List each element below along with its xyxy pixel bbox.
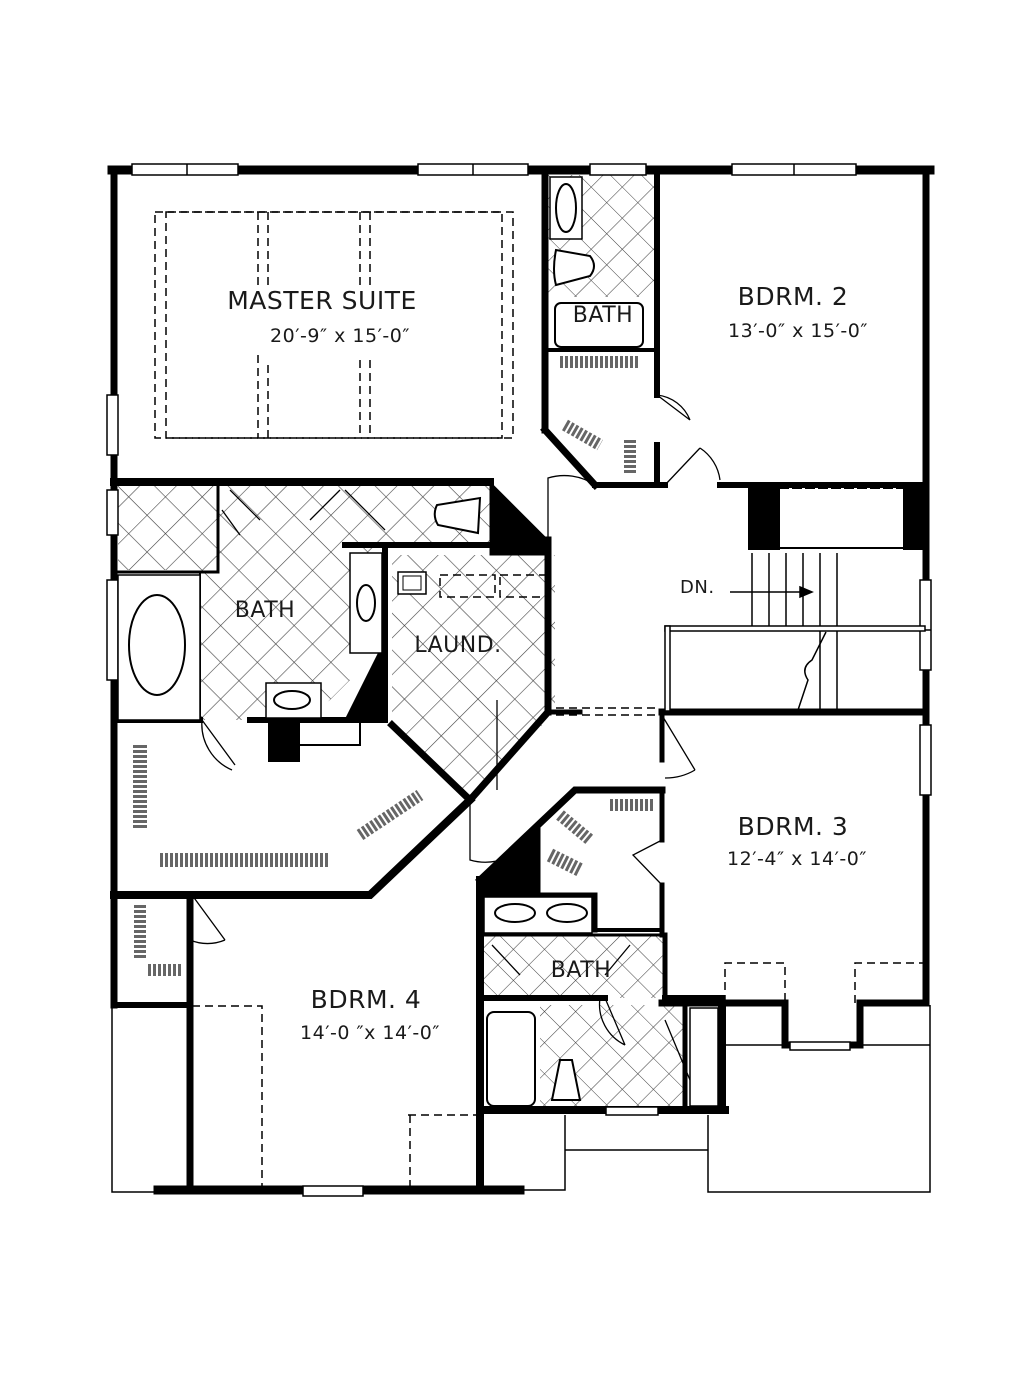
stairs-down-label: DN. (680, 577, 715, 598)
room-label-bdrm-3: BDRM. 3 (737, 812, 849, 841)
room-label-bdrm-2: BDRM. 2 (737, 282, 849, 311)
room-dimensions-bdrm-3: 12′-4″ x 14′-0″ (727, 848, 867, 870)
room-dimensions-master-suite: 20′-9″ x 15′-0″ (270, 325, 410, 347)
closet-hangers (133, 356, 655, 976)
room-label-bdrm-4: BDRM. 4 (310, 985, 422, 1014)
room-label-master-suite: MASTER SUITE (227, 286, 417, 315)
doors (189, 394, 721, 1081)
room-dimensions-bdrm-4: 14′-0 ″x 14′-0″ (300, 1022, 440, 1044)
room-label-bath-shared: BATH (550, 958, 612, 983)
staircase (664, 553, 926, 712)
room-dimensions-bdrm-2: 13′-0″ x 15′-0″ (728, 320, 868, 342)
windows (106, 163, 932, 1197)
fixtures (117, 176, 719, 1107)
room-label-laundry: LAUND. (414, 633, 502, 658)
interior-walls (110, 171, 930, 1113)
room-label-bath-bdrm2: BATH (572, 303, 634, 328)
roof-outlines (111, 1005, 931, 1193)
tray-ceiling-outline (154, 211, 926, 1188)
room-label-bath-master: BATH (234, 598, 296, 623)
